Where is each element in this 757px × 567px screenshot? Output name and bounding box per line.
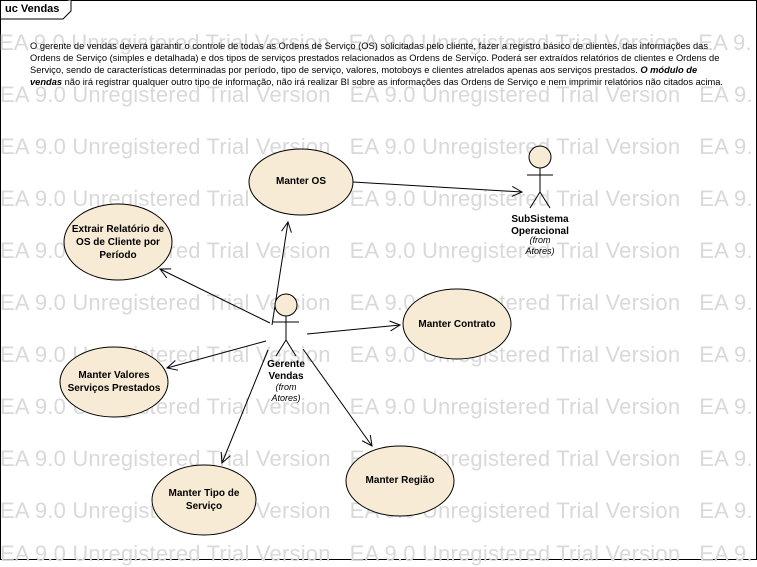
label-line: Manter Contrato	[418, 319, 496, 330]
label-line: Manter OS	[275, 176, 326, 187]
watermark-row: EA 9.0 Unregistered Trial Version EA 9.0…	[0, 342, 753, 367]
association-manter-os	[271, 222, 288, 326]
label-line: Vendas	[268, 371, 304, 382]
usecase-label-manter-tipo: Manter Tipo de Serviço	[150, 487, 258, 513]
label-line: SubSistema	[511, 214, 569, 225]
description-emphasis: O módulo de vendas	[30, 65, 698, 87]
actor-label-subsistema: SubSistema Operacional	[500, 214, 580, 238]
label-line: Manter Valores	[78, 370, 150, 381]
label-line: Serviço	[185, 501, 223, 512]
frame-tab	[0, 0, 72, 20]
label-line: (from	[529, 235, 551, 245]
diagram-description: O gerente de vendas deverá garantir o co…	[30, 40, 730, 88]
association-manter-contrato	[306, 325, 400, 335]
usecase-label-manter-valores: Manter Valores Serviços Prestados	[60, 369, 168, 395]
usecase-manter-valores[interactable]	[59, 346, 169, 418]
actor-from-subsistema: (from Atores)	[504, 235, 576, 257]
association-manter-regiao	[302, 348, 372, 446]
association-manter-valores	[167, 340, 267, 368]
label-line: Período	[99, 250, 137, 261]
diagram-title: uc Vendas	[5, 3, 60, 15]
actor-gerente-vendas[interactable]	[273, 293, 299, 357]
label-line: Operacional	[511, 226, 569, 237]
watermark-row: EA 9.0 Unregistered Trial Version EA 9.0…	[0, 82, 753, 107]
usecase-label-extrair-relatorio: Extrair Relatório de OS de Cliente por P…	[64, 223, 172, 262]
usecase-label-manter-regiao: Manter Região	[346, 474, 454, 487]
description-text-1: O gerente de vendas deverá garantir o co…	[30, 41, 720, 75]
actor-label-gerente: Gerente Vendas	[246, 359, 326, 383]
label-line: (from	[275, 382, 297, 392]
watermark-row: EA 9.0 Unregistered Trial Version EA 9.0…	[0, 30, 752, 55]
usecase-manter-tipo[interactable]	[151, 464, 257, 536]
usecase-extrair-relatorio[interactable]	[63, 203, 173, 281]
usecase-manter-contrato[interactable]	[402, 288, 512, 360]
label-line: Manter Tipo de	[168, 488, 240, 499]
label-line: Atores)	[525, 246, 555, 256]
association-extrair-relatorio	[160, 269, 271, 324]
label-line: Extrair Relatório de	[71, 224, 165, 235]
label-line: Atores)	[271, 393, 301, 403]
label-line: Serviços Prestados	[67, 383, 161, 394]
usecase-label-manter-contrato: Manter Contrato	[403, 318, 511, 331]
association-manter-tipo	[222, 349, 269, 463]
actor-from-gerente: (from Atores)	[250, 382, 322, 404]
label-line: Manter Região	[365, 475, 435, 486]
watermark-row: EA 9.0 Unregistered Trial Version EA 9.0…	[0, 446, 753, 471]
usecase-label-manter-os: Manter OS	[249, 175, 353, 188]
label-line: Gerente	[267, 359, 305, 370]
description-text-2: não irá registrar qualquer outro tipo de…	[62, 77, 723, 87]
actor-subsistema-operacional[interactable]	[527, 145, 553, 209]
usecase-manter-os[interactable]	[248, 148, 354, 216]
label-line: OS de Cliente por	[76, 237, 160, 248]
usecase-manter-regiao[interactable]	[345, 445, 455, 517]
association-subsistema	[352, 181, 522, 192]
